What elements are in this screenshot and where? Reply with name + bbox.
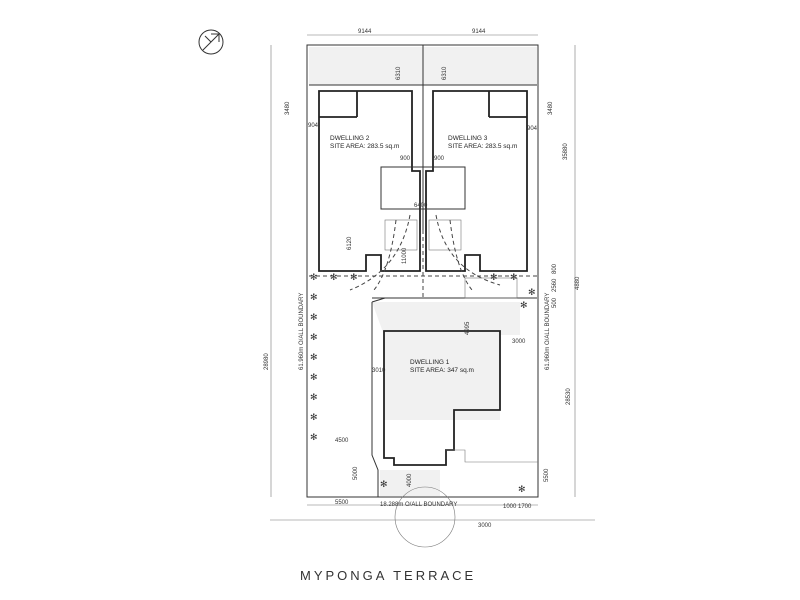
svg-text:3000: 3000 [512,339,526,345]
svg-text:3010: 3010 [372,368,386,374]
dwelling-2-outline [318,90,421,272]
svg-text:904: 904 [527,126,538,132]
svg-text:6400: 6400 [414,203,428,209]
svg-text:✻: ✻ [520,300,528,310]
dwelling-3-name: DWELLING 3 [448,135,488,142]
svg-text:✻: ✻ [310,292,318,302]
svg-text:✻: ✻ [310,352,318,362]
svg-text:✻: ✻ [310,392,318,402]
svg-text:4000: 4000 [407,473,413,487]
svg-text:9144: 9144 [472,29,486,35]
svg-text:28980: 28980 [264,353,270,370]
svg-text:4880: 4880 [575,276,581,290]
svg-text:✻: ✻ [518,484,526,494]
dimension-lines [270,34,595,548]
svg-text:3480: 3480 [548,101,554,115]
svg-text:✻: ✻ [380,479,388,489]
svg-text:3000: 3000 [478,523,492,529]
svg-text:6310: 6310 [396,66,402,80]
dwelling-3-area: SITE AREA: 283.5 sq.m [448,143,517,150]
svg-text:500: 500 [552,297,558,308]
svg-text:4500: 4500 [335,438,349,444]
svg-text:61.960m O/ALL BOUNDARY: 61.960m O/ALL BOUNDARY [299,293,305,370]
dwelling-3-outline [425,90,528,272]
svg-text:✻: ✻ [310,312,318,322]
svg-text:35880: 35880 [563,143,569,160]
dwelling-1-name: DWELLING 1 [410,359,450,366]
svg-text:4995: 4995 [465,321,471,335]
tree-icons: ✻✻✻ ✻✻✻ ✻✻✻ ✻✻ ✻✻✻ ✻✻✻ [310,272,536,494]
svg-text:5000: 5000 [353,466,359,480]
svg-text:6310: 6310 [442,66,448,80]
north-arrow-icon [198,29,224,55]
svg-text:✻: ✻ [310,412,318,422]
svg-text:✻: ✻ [310,272,318,282]
dwelling-1-area: SITE AREA: 347 sq.m [410,367,474,374]
svg-text:11000: 11000 [402,247,408,264]
svg-text:✻: ✻ [310,372,318,382]
dwelling-2-name: DWELLING 2 [330,135,370,142]
svg-text:2560: 2560 [552,278,558,292]
dimension-labels: 9144 9144 6310 6310 3480 3480 904 904 90… [264,29,581,529]
svg-text:✻: ✻ [330,272,338,282]
svg-text:✻: ✻ [310,332,318,342]
svg-text:9144: 9144 [358,29,372,35]
street-name: MYPONGA TERRACE [300,568,476,583]
svg-text:1000: 1000 [503,504,517,510]
svg-text:✻: ✻ [490,272,498,282]
svg-text:904: 904 [308,123,319,129]
svg-text:28530: 28530 [566,388,572,405]
svg-text:5500: 5500 [544,468,550,482]
svg-text:✻: ✻ [310,432,318,442]
svg-text:800: 800 [552,263,558,274]
svg-text:✻: ✻ [528,287,536,297]
svg-text:900: 900 [434,156,445,162]
svg-text:3480: 3480 [285,101,291,115]
dwelling-2-area: SITE AREA: 283.5 sq.m [330,143,399,150]
svg-text:✻: ✻ [510,272,518,282]
svg-text:900: 900 [400,156,411,162]
svg-text:61.960m O/ALL BOUNDARY: 61.960m O/ALL BOUNDARY [545,293,551,370]
svg-text:18.288m O/ALL BOUNDARY: 18.288m O/ALL BOUNDARY [380,502,457,508]
svg-text:6120: 6120 [347,236,353,250]
svg-text:5500: 5500 [335,500,349,506]
svg-text:✻: ✻ [350,272,358,282]
svg-text:1700: 1700 [518,504,532,510]
